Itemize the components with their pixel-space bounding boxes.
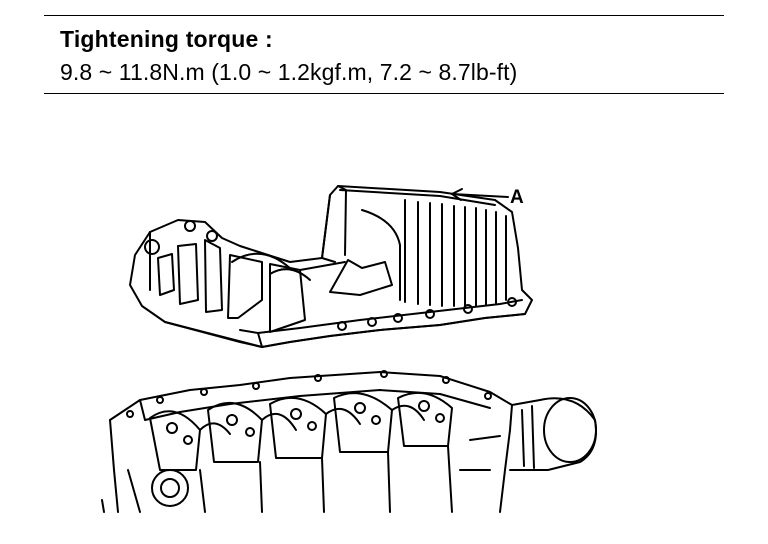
callout-label-a: A	[510, 187, 524, 208]
callout-a-arrow	[451, 188, 509, 201]
top-rule	[44, 15, 724, 16]
torque-value: 9.8 ~ 11.8N.m (1.0 ~ 1.2kgf.m, 7.2 ~ 8.7…	[60, 59, 518, 85]
spec-title: Tightening torque :	[60, 26, 273, 52]
oil-pan	[129, 185, 533, 348]
engine-block	[101, 370, 597, 513]
torque-spec-box: Tightening torque : 9.8 ~ 11.8N.m (1.0 ~…	[44, 15, 724, 95]
bottom-rule	[44, 93, 724, 94]
oil-pan-illustration: A	[101, 185, 597, 513]
